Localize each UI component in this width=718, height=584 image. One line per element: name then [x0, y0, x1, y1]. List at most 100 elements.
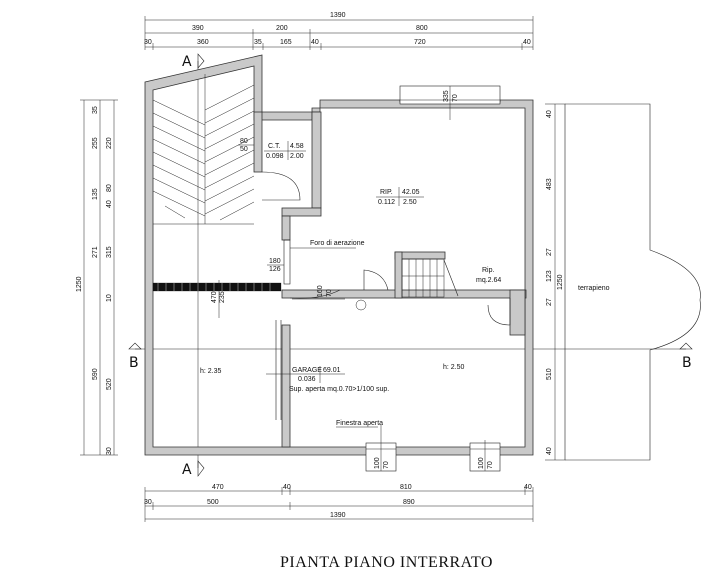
dim-left-80: 80 [106, 184, 113, 192]
dim-top-35: 35 [254, 39, 262, 46]
dim-right-483: 483 [546, 178, 553, 190]
rip2-name: Rip. [482, 267, 495, 274]
left-dimensions: 1250 35 255 135 40 271 10 590 30 220 80 … [76, 99, 118, 456]
dim-top-30: 30 [144, 39, 152, 46]
ct-ratio: 0.098 [266, 153, 284, 160]
dim-right-123: 123 [546, 270, 553, 282]
terrapieno-label: terrapieno [578, 285, 610, 292]
dim-180: 180 [269, 258, 281, 265]
terrapieno: terrapieno 40 483 27 123 27 510 40 1250 [545, 103, 701, 461]
ct-d2: 50 [240, 146, 248, 153]
rip-h: 2.50 [403, 199, 417, 206]
dim-left-30: 30 [106, 447, 113, 455]
dim-top-800: 800 [416, 25, 428, 32]
stair-door [363, 269, 389, 291]
window-bottom-left: 100 70 [365, 425, 397, 472]
ct-h: 2.00 [290, 153, 304, 160]
bottom-dimensions: 470 40 810 40 30 500 890 1390 [144, 484, 534, 522]
dim-bottom-30: 30 [144, 499, 152, 506]
garage-note: Sup. aperta mq.0.70>1/100 sup. [289, 386, 389, 393]
dim-70: 70 [326, 289, 333, 297]
ct-name: C.T. [268, 143, 281, 150]
dim-left-total: 1250 [76, 276, 83, 292]
dim-left-590: 590 [92, 368, 99, 380]
rip-name: RIP. [380, 189, 393, 196]
dim-bottom-total: 1390 [330, 512, 346, 519]
dim-top-720: 720 [414, 39, 426, 46]
foro-label: Foro di aerazione [310, 240, 365, 247]
dim-160: 160 [317, 285, 324, 297]
column-marker [355, 299, 367, 311]
dim-left-135: 135 [92, 188, 99, 200]
dim-right-total: 1250 [557, 274, 564, 290]
garage-area: 69.01 [323, 367, 341, 374]
dim-top-165: 165 [280, 39, 292, 46]
dim-top-total: 1390 [330, 12, 346, 19]
window-br-w: 100 [478, 457, 485, 469]
finestra-label: Finestra aperta [336, 420, 383, 427]
dim-left-520: 520 [106, 378, 113, 390]
dim-right-27a: 27 [546, 248, 553, 256]
section-a-top: A [182, 54, 192, 70]
dim-left-35: 35 [92, 106, 99, 114]
dim-left-271: 271 [92, 246, 99, 258]
rip2-door [487, 298, 511, 326]
dim-left-40: 40 [106, 200, 113, 208]
dim-bottom-40b: 40 [524, 484, 532, 491]
section-markers: A A B B [128, 53, 693, 478]
window-br-h: 70 [487, 461, 494, 469]
window-top-h: 70 [452, 94, 459, 102]
dim-470: 470 [211, 291, 218, 303]
dim-top-390: 390 [192, 25, 204, 32]
dim-bottom-40a: 40 [283, 484, 291, 491]
section-b-left: B [129, 355, 139, 371]
rip-ratio: 0.112 [378, 199, 395, 206]
rip-area: 42.05 [402, 189, 420, 196]
dim-bottom-890: 890 [403, 499, 415, 506]
outer-wall [144, 54, 534, 456]
inner-stairs [401, 258, 445, 298]
section-b-right: B [682, 355, 692, 371]
dim-bottom-470: 470 [212, 484, 224, 491]
dim-top-40b: 40 [523, 39, 531, 46]
ct-d1: 80 [240, 138, 248, 145]
rip-door-line [443, 259, 459, 297]
dim-bottom-810: 810 [400, 484, 412, 491]
building: 335 70 100 70 100 70 [144, 54, 534, 472]
section-a-bottom: A [182, 462, 192, 478]
dark-beam [152, 282, 282, 292]
h-left: h: 2.35 [200, 368, 222, 375]
plan-title: PIANTA PIANO INTERRATO [280, 554, 493, 571]
dim-right-40a: 40 [546, 110, 553, 118]
h-right: h: 2.50 [443, 364, 465, 371]
dim-top-200: 200 [276, 25, 288, 32]
dim-bottom-500: 500 [207, 499, 219, 506]
garage-name: GARAGE [292, 367, 322, 374]
dim-126: 126 [269, 266, 281, 273]
dim-right-510: 510 [546, 368, 553, 380]
garage-door-top [289, 289, 341, 299]
dim-top-360: 360 [197, 39, 209, 46]
ct-area: 4.58 [290, 143, 304, 150]
room-labels: 80 50 C.T. 4.58 0.098 2.00 RIP. 42.05 0.… [200, 138, 501, 428]
dim-right-40b: 40 [546, 447, 553, 455]
dim-left-315: 315 [106, 246, 113, 258]
dim-left-10: 10 [106, 294, 113, 302]
stair-ramp [152, 74, 255, 225]
window-top-w: 335 [443, 90, 450, 102]
window-bl-w: 100 [374, 457, 381, 469]
top-dimensions: 1390 390 200 800 30 360 35 165 40 720 40 [144, 12, 534, 50]
dim-235: 235 [219, 291, 226, 303]
window-bottom-right: 100 70 [469, 440, 501, 472]
dim-right-27b: 27 [546, 298, 553, 306]
garage-side-window [275, 320, 282, 420]
window-bl-h: 70 [383, 461, 390, 469]
dim-left-220: 220 [106, 137, 113, 149]
ct-door [261, 171, 301, 201]
garage-ratio: 0.036 [298, 376, 316, 383]
dim-left-255: 255 [92, 137, 99, 149]
rip2-area: mq.2.64 [476, 277, 501, 284]
dim-top-40a: 40 [311, 39, 319, 46]
window-top: 335 70 [399, 85, 501, 120]
